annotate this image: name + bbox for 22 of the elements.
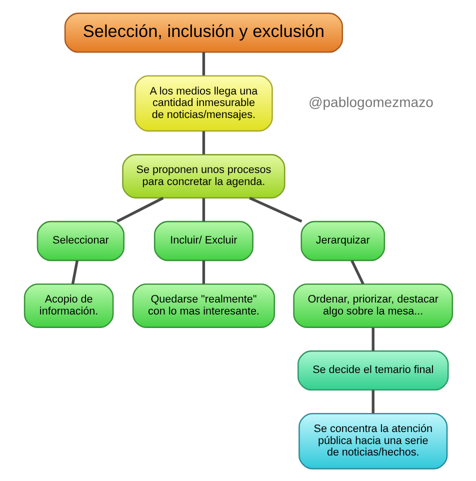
node-box: A los medios llega una cantidad inmesurable de noticias/mensajes. (134, 74, 272, 132)
label: @pablogomezmazo (308, 94, 433, 110)
node-box: Acopio de información. (23, 283, 114, 328)
connector (202, 198, 205, 221)
node-box: Ordenar, priorizar, destacar algo sobre la mesa... (292, 283, 453, 328)
connector (202, 130, 205, 154)
connector (116, 196, 164, 222)
node-box: Se concentra la atención pública hacia una serie de noticias/hechos. (298, 412, 448, 469)
node-box: Selección, inclusión y exclusión (64, 12, 342, 52)
connector (202, 260, 205, 284)
node-box: Jerarquizar (300, 220, 385, 261)
connector (70, 260, 78, 284)
connector (371, 389, 374, 413)
node-box: Seleccionar (36, 220, 124, 261)
connector (350, 259, 364, 284)
node-box: Se decide el temario final (296, 350, 448, 390)
node-box: Se proponen unos procesos para concretar la agenda. (122, 154, 285, 198)
node-box: Incluir/ Excluir (153, 220, 253, 261)
connector (202, 52, 205, 75)
connector (371, 327, 374, 350)
connector (248, 196, 302, 222)
node-box: Quedarse "realmente" con lo mas interesante. (132, 283, 275, 328)
